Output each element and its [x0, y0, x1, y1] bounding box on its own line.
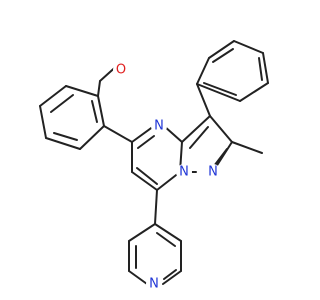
bond-a-inner-1: [50, 94, 74, 113]
bond-py3-n4: [128, 270, 148, 285]
bond-pyrazole-phenyl: [196, 83, 211, 117]
bond-ph6-ph1: [196, 83, 241, 102]
molecule-canvas: O N N N N: [39, 40, 269, 292]
bond-py-inner-2: [163, 269, 177, 280]
bond-ph1-ph2: [196, 57, 210, 85]
bond-a-inner-2: [53, 132, 78, 141]
bond-n2-p5: [156, 171, 181, 191]
pyrazole-nitrogen-label: N: [208, 165, 218, 180]
bond-a2-a3: [39, 85, 67, 107]
pyridine-nitrogen-label: N: [149, 277, 159, 292]
bridgehead-nitrogen-label: N: [179, 165, 189, 180]
bond-z1-z2: [209, 115, 233, 143]
bond-py1-py2: [128, 223, 156, 242]
pyrimidine-nitrogen-bg: [151, 118, 167, 134]
bond-lines: [39, 40, 269, 285]
bond-a4-a5: [45, 137, 81, 150]
pyrazole-nitrogen-bg: [205, 164, 221, 180]
bond-py-inner-3: [156, 232, 176, 247]
bond-ph-inner-1: [212, 48, 234, 63]
oxygen-atom-label: O: [116, 63, 126, 78]
bond-aryl-pyrimidine: [103, 125, 133, 143]
bond-ph3-ph4: [233, 40, 264, 54]
bond-a3-a4: [39, 105, 47, 139]
pyridine-nitrogen-bg: [146, 276, 162, 292]
bond-o-aryl: [97, 80, 101, 97]
bond-pyrimidine-pyridine: [154, 189, 158, 225]
bond-ph5-ph6: [239, 82, 269, 102]
pyrimidine-nitrogen-label: N: [154, 119, 164, 134]
molecule-structure: O N N N N: [39, 40, 269, 292]
bond-p5-p6: [131, 171, 158, 191]
bond-py6-py1: [154, 223, 182, 242]
bond-a6-a1: [97, 95, 105, 127]
bond-z-inner-1: [189, 126, 209, 149]
oxygen-label-bg: [113, 62, 129, 78]
bond-a1-a2: [65, 85, 99, 97]
bond-n1-p3: [163, 125, 183, 143]
bond-a5-a6: [79, 125, 105, 150]
bond-a-inner-3: [91, 100, 98, 123]
bond-p-inner-1: [137, 135, 155, 149]
bond-p1-n1: [131, 125, 155, 143]
bond-methyl: [231, 141, 263, 154]
bond-n4-py5: [162, 270, 182, 285]
bridgehead-nitrogen-bg: [176, 164, 192, 180]
bond-p3-z1: [181, 115, 211, 143]
bond-p-inner-2: [136, 167, 158, 185]
bond-ph-inner-3: [203, 82, 237, 96]
atom-labels: O N N N N: [113, 62, 221, 292]
bond-ph4-ph5: [262, 52, 269, 84]
bond-ph2-ph3: [208, 40, 235, 59]
bond-ph-inner-2: [258, 57, 263, 81]
